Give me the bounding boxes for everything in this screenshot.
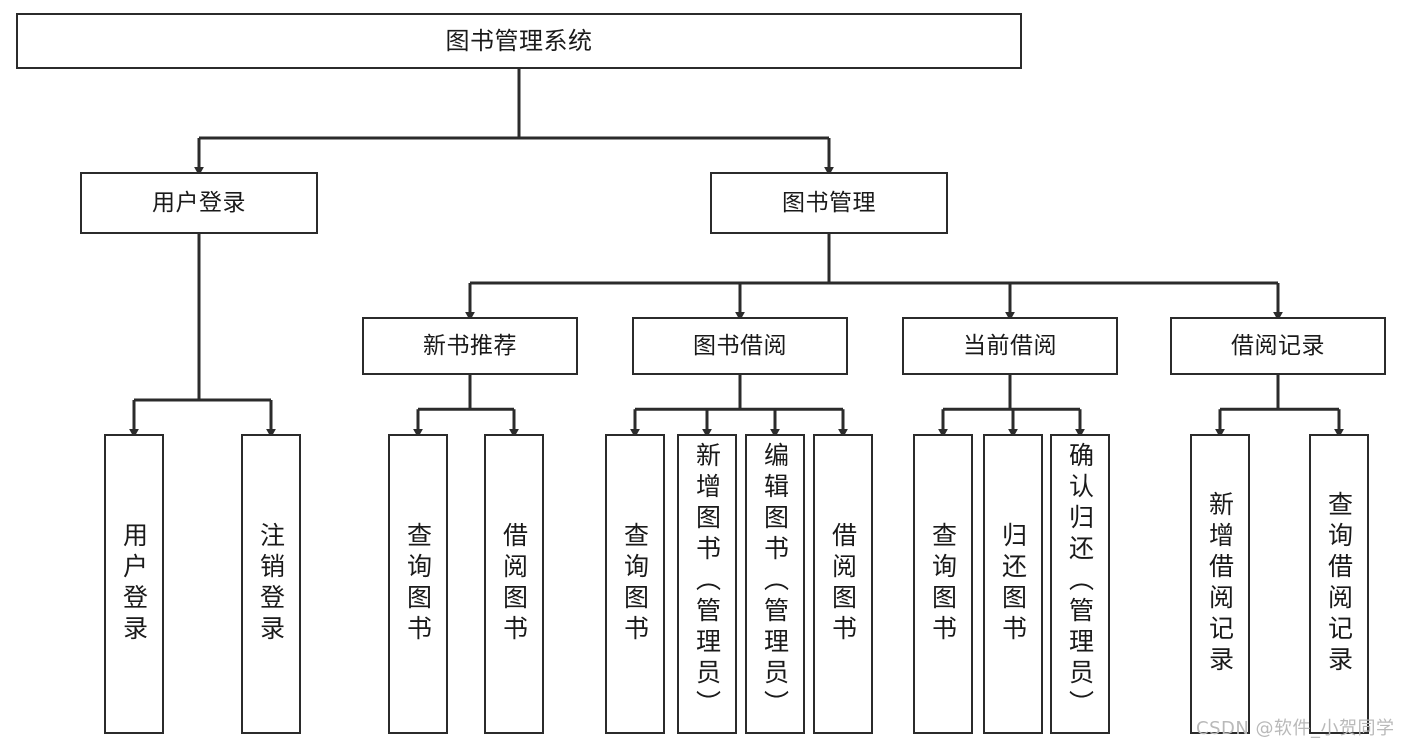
node-label: 查询图书 xyxy=(620,522,650,646)
node-borrow-record[interactable]: 借阅记录 xyxy=(1170,317,1386,375)
node-label: 查询图书 xyxy=(403,522,433,646)
node-label: 新增借阅记录 xyxy=(1205,491,1235,677)
node-label: 新书推荐 xyxy=(423,332,517,359)
node-label: 新增图书（管理员） xyxy=(692,442,722,721)
node-label: 编辑图书（管理员） xyxy=(760,442,790,721)
node-leaf-borrow-book-1[interactable]: 借阅图书 xyxy=(484,434,544,734)
node-label: 查询图书 xyxy=(928,522,958,646)
node-label: 借阅图书 xyxy=(499,522,529,646)
node-label: 确认归还（管理员） xyxy=(1065,442,1095,721)
node-label: 注销登录 xyxy=(256,522,286,646)
node-leaf-add-record[interactable]: 新增借阅记录 xyxy=(1190,434,1250,734)
node-leaf-query-book-2[interactable]: 查询图书 xyxy=(605,434,665,734)
node-current-borrow[interactable]: 当前借阅 xyxy=(902,317,1118,375)
node-label: 图书借阅 xyxy=(693,332,787,359)
node-leaf-add-book[interactable]: 新增图书（管理员） xyxy=(677,434,737,734)
node-user-login[interactable]: 用户登录 xyxy=(80,172,318,234)
node-label: 借阅图书 xyxy=(828,522,858,646)
node-leaf-query-record[interactable]: 查询借阅记录 xyxy=(1309,434,1369,734)
node-leaf-borrow-book-2[interactable]: 借阅图书 xyxy=(813,434,873,734)
node-book-manage[interactable]: 图书管理 xyxy=(710,172,948,234)
node-label: 用户登录 xyxy=(152,189,246,216)
node-leaf-logout[interactable]: 注销登录 xyxy=(241,434,301,734)
node-book-borrow[interactable]: 图书借阅 xyxy=(632,317,848,375)
node-label: 当前借阅 xyxy=(963,332,1057,359)
node-leaf-return-book[interactable]: 归还图书 xyxy=(983,434,1043,734)
node-label: 借阅记录 xyxy=(1231,332,1325,359)
node-leaf-user-login[interactable]: 用户登录 xyxy=(104,434,164,734)
node-root[interactable]: 图书管理系统 xyxy=(16,13,1022,69)
node-label: 图书管理系统 xyxy=(445,27,593,55)
node-leaf-confirm-return[interactable]: 确认归还（管理员） xyxy=(1050,434,1110,734)
node-label: 图书管理 xyxy=(782,189,876,216)
csdn-watermark: CSDN @软件_小贺同学 xyxy=(1196,718,1395,739)
node-leaf-query-book-3[interactable]: 查询图书 xyxy=(913,434,973,734)
node-new-book-recommend[interactable]: 新书推荐 xyxy=(362,317,578,375)
node-label: 查询借阅记录 xyxy=(1324,491,1354,677)
node-leaf-query-book-1[interactable]: 查询图书 xyxy=(388,434,448,734)
node-label: 用户登录 xyxy=(119,522,149,646)
node-leaf-edit-book[interactable]: 编辑图书（管理员） xyxy=(745,434,805,734)
node-label: 归还图书 xyxy=(998,522,1028,646)
